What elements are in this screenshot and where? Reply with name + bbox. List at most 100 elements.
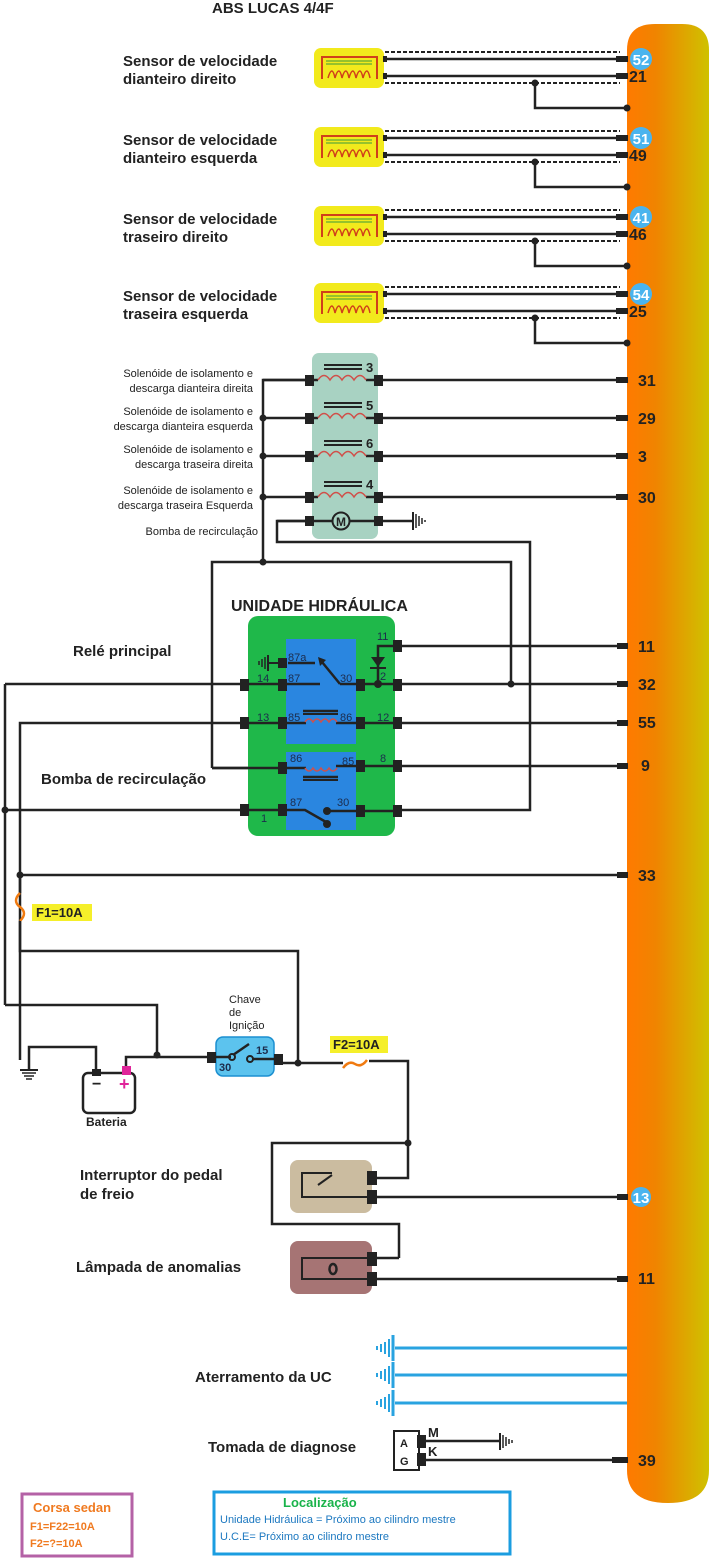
- svg-text:4: 4: [366, 477, 374, 492]
- main-relay: [286, 639, 356, 744]
- svg-text:Localização: Localização: [283, 1495, 357, 1510]
- sensor-label: Sensor de velocidade: [123, 288, 277, 305]
- svg-text:descarga dianteira direita: descarga dianteira direita: [129, 383, 253, 395]
- fuse-f2-icon: [342, 1059, 368, 1069]
- ground-icon: [20, 1069, 38, 1080]
- svg-text:3: 3: [366, 360, 373, 375]
- svg-text:G: G: [400, 1456, 409, 1468]
- svg-text:85: 85: [342, 756, 354, 768]
- sensor-body: [314, 206, 384, 246]
- pin-badge: [630, 283, 652, 305]
- lamp-icon: [328, 1262, 338, 1276]
- solenoid: 6 3 Solenóide de isolamento e descarga tras…: [123, 436, 647, 471]
- diagram-title: ABS LUCAS 4/4F: [212, 0, 334, 17]
- svg-text:11: 11: [638, 639, 655, 656]
- svg-text:Corsa sedan: Corsa sedan: [33, 1500, 111, 1515]
- recirc-pump-label: Bomba de recirculação: [145, 526, 258, 538]
- fuse-f1-icon: [14, 892, 26, 922]
- svg-text:13: 13: [633, 1190, 650, 1207]
- svg-text:14: 14: [257, 673, 269, 685]
- svg-text:46: 46: [629, 227, 647, 244]
- location-note-box: Localização Unidade Hidráulica = Próximo…: [212, 1490, 512, 1556]
- svg-text:11: 11: [377, 631, 388, 643]
- solenoid-coil-icon: [317, 374, 367, 382]
- svg-text:15: 15: [256, 1045, 268, 1057]
- svg-text:M: M: [428, 1425, 439, 1440]
- coil-icon: [327, 149, 371, 158]
- svg-text:30: 30: [219, 1062, 231, 1074]
- power-supply-wiring: 33 F1=10A: [3, 684, 656, 1063]
- diode-icon: [371, 657, 385, 667]
- ground-icon: [376, 1362, 627, 1388]
- svg-text:de: de: [229, 1007, 241, 1019]
- svg-text:87: 87: [288, 673, 300, 685]
- svg-text:U.C.E= Próximo ao cilindro mes: U.C.E= Próximo ao cilindro mestre: [220, 1531, 389, 1543]
- coil-icon: [327, 70, 371, 79]
- svg-text:F1=F22=10A: F1=F22=10A: [30, 1521, 95, 1533]
- svg-text:9: 9: [641, 758, 650, 775]
- solenoid-coil-icon: [317, 450, 367, 458]
- hydraulic-ecu-pins: 11 32 55 9: [617, 639, 656, 775]
- sensor-body: [314, 127, 384, 167]
- svg-text:Lâmpada de anomalias: Lâmpada de anomalias: [76, 1259, 241, 1276]
- svg-text:Ignição: Ignição: [229, 1020, 264, 1032]
- svg-text:51: 51: [633, 131, 650, 148]
- svg-text:descarga dianteira esquerda: descarga dianteira esquerda: [114, 421, 254, 433]
- svg-text:8: 8: [380, 753, 386, 765]
- main-relay-label: Relé principal: [73, 643, 171, 660]
- ground-icon: [499, 1433, 513, 1450]
- ignition-switch: Chave de Ignição 30 15: [207, 994, 343, 1077]
- svg-text:traseiro direito: traseiro direito: [123, 229, 228, 246]
- svg-text:2: 2: [380, 671, 386, 683]
- hydraulic-unit: 11 2 14 87a 87 30 13 85 86 12 86 85 8 87…: [1, 616, 627, 1060]
- svg-text:A: A: [400, 1438, 408, 1450]
- solenoid-label: Solenóide de isolamento e: [123, 444, 253, 456]
- pin-badge: [630, 127, 652, 149]
- svg-text:31: 31: [638, 373, 656, 390]
- svg-text:traseira esquerda: traseira esquerda: [123, 306, 249, 323]
- ecu-ground: Aterramento da UC: [195, 1335, 627, 1416]
- relay-coil-icon: [304, 718, 338, 724]
- svg-text:39: 39: [638, 1453, 656, 1470]
- svg-text:1: 1: [261, 813, 267, 825]
- ground-icon: [376, 1390, 627, 1416]
- svg-text:30: 30: [638, 490, 656, 507]
- svg-text:30: 30: [340, 673, 352, 685]
- svg-text:6: 6: [366, 436, 373, 451]
- svg-text:K: K: [428, 1444, 438, 1459]
- svg-text:descarga traseira direita: descarga traseira direita: [135, 459, 254, 471]
- hydraulic-unit-title: UNIDADE HIDRÁULICA: [231, 596, 408, 615]
- svg-text:−: −: [92, 1076, 101, 1093]
- corsa-note-box: Corsa sedan F1=F22=10A F2=?=10A: [20, 1492, 134, 1558]
- svg-text:30: 30: [337, 797, 349, 809]
- pin-badge: [630, 48, 652, 70]
- sensor-label: Sensor de velocidade: [123, 53, 277, 70]
- svg-text:54: 54: [633, 287, 650, 304]
- svg-text:87: 87: [290, 797, 302, 809]
- ground-icon: [412, 512, 426, 530]
- svg-text:3: 3: [638, 449, 647, 466]
- svg-text:M: M: [336, 515, 346, 529]
- svg-text:dianteiro direito: dianteiro direito: [123, 71, 236, 88]
- sensor-label: Sensor de velocidade: [123, 211, 277, 228]
- pin-badge: [630, 206, 652, 228]
- svg-text:F2=?=10A: F2=?=10A: [30, 1538, 83, 1550]
- solenoid-coil-icon: [317, 412, 367, 420]
- battery: − + Bateria: [20, 1045, 215, 1129]
- svg-text:86: 86: [290, 753, 302, 765]
- ecu-control-unit: [627, 24, 709, 1503]
- diagnostic-connector: Tomada de diagnose A G M K 39: [208, 1425, 656, 1471]
- svg-text:dianteiro esquerda: dianteiro esquerda: [123, 150, 258, 167]
- svg-text:29: 29: [638, 411, 656, 428]
- svg-text:13: 13: [257, 712, 269, 724]
- svg-text:5: 5: [366, 398, 373, 413]
- coil-icon: [327, 228, 371, 237]
- svg-text:85: 85: [288, 712, 300, 724]
- svg-text:Chave: Chave: [229, 994, 261, 1006]
